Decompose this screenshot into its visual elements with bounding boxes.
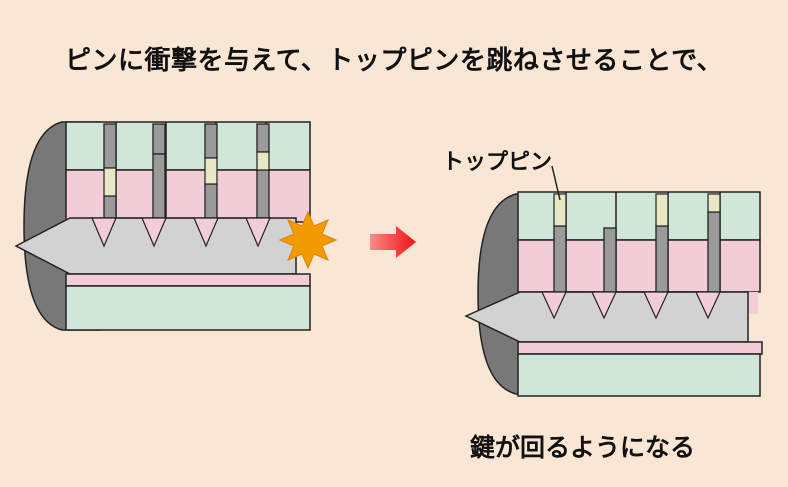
lock-cylinder-after [464, 191, 763, 397]
key-cuts-before [91, 217, 271, 248]
lock-cylinder-before [14, 121, 311, 331]
top-pin-row-before [65, 121, 311, 171]
right-arrow-icon [370, 226, 416, 258]
key-cuts-after [541, 291, 721, 320]
lower-housing-before [65, 285, 311, 331]
result-caption: 鍵が回るようになる [470, 433, 696, 462]
key-blade-after [464, 291, 749, 343]
lower-housing-after [517, 353, 761, 397]
top-pin-leader-line [551, 165, 561, 201]
plug-base-before [65, 273, 311, 287]
top-pin-label: トップピン [442, 150, 553, 175]
plug-base-after [517, 341, 763, 355]
headline: ピンに衝撃を与えて、トップピンを跳ねさせることで、 [64, 46, 724, 76]
bottom-pin-row-before [65, 169, 311, 223]
